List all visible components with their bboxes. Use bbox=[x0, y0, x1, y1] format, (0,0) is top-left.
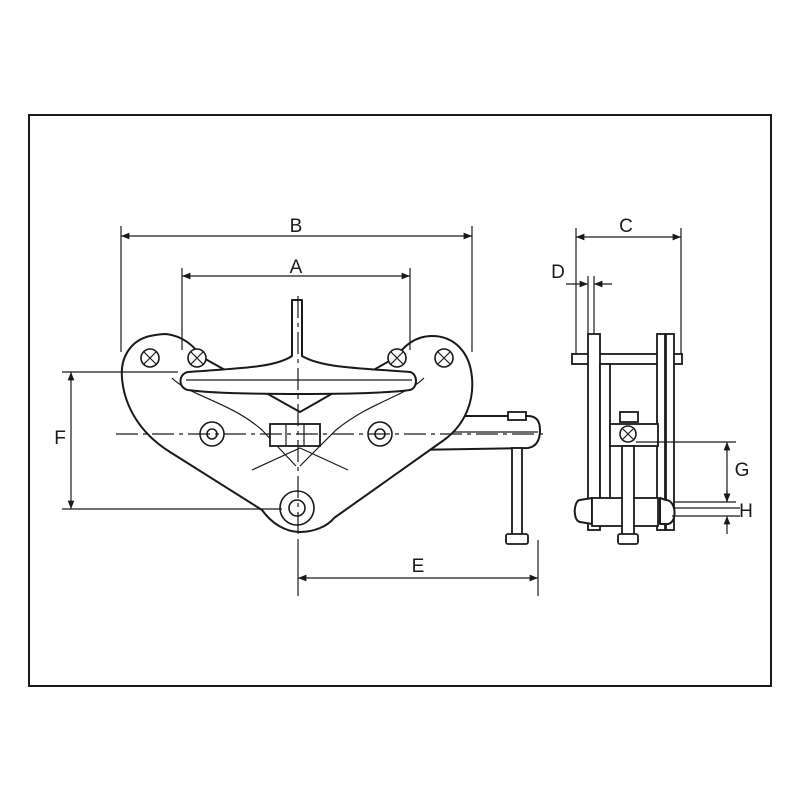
bolt-top-left-outer bbox=[140, 348, 160, 368]
screw-top-nut bbox=[507, 411, 527, 421]
front-view: B A F E bbox=[54, 216, 548, 596]
side-bolt bbox=[619, 425, 637, 443]
side-pin-head bbox=[619, 411, 639, 423]
clamp-screw bbox=[511, 447, 523, 537]
screw-pad bbox=[505, 533, 529, 545]
dim-d-label: D bbox=[551, 262, 565, 283]
bolt-top-right-inner bbox=[387, 348, 407, 368]
dim-c-label: C bbox=[619, 216, 633, 237]
dim-h-label: H bbox=[739, 501, 753, 522]
side-bottom-spool-right bbox=[659, 497, 676, 525]
lifting-eye bbox=[279, 490, 315, 526]
side-bottom-spool bbox=[573, 497, 593, 525]
side-plate-right-2 bbox=[665, 333, 675, 531]
dim-f-label: F bbox=[54, 428, 66, 449]
dim-e-label: E bbox=[412, 556, 425, 577]
side-screw-pad bbox=[617, 533, 639, 545]
bolt-top-right-outer bbox=[434, 348, 454, 368]
bolt-top-left-inner bbox=[187, 348, 207, 368]
dim-g-label: G bbox=[735, 460, 750, 481]
left-arm-edge bbox=[171, 377, 297, 467]
dim-b-label: B bbox=[290, 216, 303, 237]
side-top-bar bbox=[571, 353, 683, 365]
drawing-frame bbox=[28, 114, 772, 687]
side-view: C D G H bbox=[551, 216, 753, 545]
dim-a-label: A bbox=[290, 257, 303, 278]
side-screw bbox=[621, 445, 635, 537]
center-block bbox=[269, 423, 321, 447]
lower-arm-edge bbox=[251, 447, 349, 471]
